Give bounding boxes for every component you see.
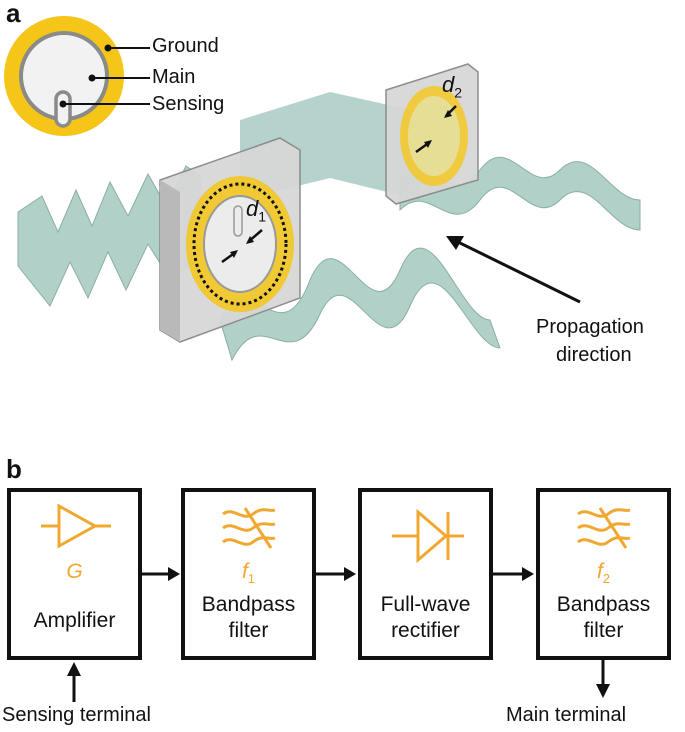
rectifier-line2: rectifier [391, 619, 460, 642]
sensing-terminal-label: Sensing terminal [2, 704, 151, 726]
amplifier-block: G Amplifier [7, 488, 142, 660]
propagation-label-line1: Propagation [536, 316, 644, 338]
bandpass-filter-1-line2: filter [228, 619, 269, 642]
device-1 [159, 137, 301, 343]
bandpass-filter-2-line1: Bandpass [556, 593, 651, 616]
panel-a-label: a [6, 0, 21, 28]
propagation-arrow [446, 236, 581, 304]
ground-label: Ground [152, 35, 219, 57]
transmitted-wave [399, 156, 641, 231]
sensing-electrode [54, 90, 72, 128]
propagation-label-line2: direction [556, 344, 632, 366]
panel-a-illustration [4, 16, 641, 362]
gain-symbol: G [66, 560, 83, 583]
diode-icon [392, 508, 464, 564]
device-2 [385, 63, 479, 205]
bandpass-filter-1-block: f1 Bandpass filter [181, 488, 316, 660]
d1-label: d1 [246, 196, 267, 225]
main-label: Main [152, 66, 196, 88]
bandpass-filter-2-block: f2 Bandpass filter [536, 488, 671, 660]
main-terminal-label: Main terminal [506, 704, 627, 726]
filter-1-icon [222, 507, 276, 549]
d2-label: d2 [442, 72, 463, 101]
filter-2-icon [577, 507, 631, 549]
full-wave-rectifier-block: Full-wave rectifier [358, 488, 493, 660]
bandpass-filter-2-line2: filter [583, 619, 624, 642]
sensing-label: Sensing [152, 93, 225, 115]
electrode-inset [4, 16, 150, 136]
f1-symbol: f1 [241, 560, 256, 587]
amplifier-icon [41, 503, 111, 549]
f2-symbol: f2 [596, 560, 611, 587]
amplifier-label: Amplifier [33, 609, 116, 632]
bandpass-filter-1-line1: Bandpass [201, 593, 296, 616]
outgoing-wave [219, 247, 501, 362]
rectifier-line1: Full-wave [380, 593, 471, 616]
panel-b-label: b [6, 454, 22, 484]
